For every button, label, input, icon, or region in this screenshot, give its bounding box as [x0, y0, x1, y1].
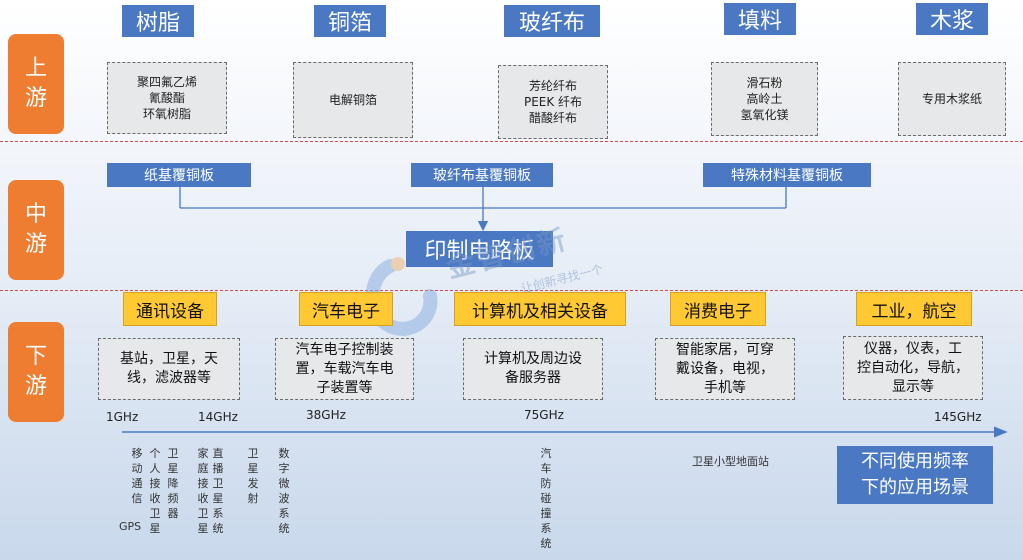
downstream-category-industrial: 工业，航空 [856, 292, 972, 326]
upstream-item-filler: 滑石粉 高岭土 氢氧化镁 [711, 62, 818, 136]
frequency-label-1ghz: 1GHz [106, 410, 139, 424]
separator-lower [0, 290, 1023, 291]
frequency-label-145ghz: 145GHz [934, 410, 982, 424]
upstream-category-glass-fiber: 玻纤布 [504, 5, 600, 37]
downstream-category-consumer: 消费电子 [670, 292, 766, 326]
frequency-label-14ghz: 14GHz [198, 410, 238, 424]
stage-upstream-char-2: 游 [24, 86, 47, 111]
downstream-item-computer: 计算机及周边设 备服务器 [463, 338, 603, 400]
separator-upper [0, 141, 1023, 142]
pcb-product: 印制电路板 [406, 231, 553, 267]
application-home-satellite-receiver: 家庭接收卫星 [197, 447, 209, 535]
stage-upstream-char-1: 上 [24, 56, 47, 81]
midstream-board-glass-fiber: 玻纤布基覆铜板 [411, 163, 553, 187]
application-collision-avoidance: 汽车防碰撞系统 [540, 447, 552, 550]
midstream-connector [179, 187, 787, 232]
upstream-category-resin: 树脂 [122, 5, 194, 37]
midstream-board-special: 特殊材料基覆铜板 [703, 163, 871, 187]
downstream-item-communication: 基站，卫星，天 线，滤波器等 [98, 338, 240, 400]
stage-downstream-char-1: 下 [24, 344, 47, 369]
application-digital-microwave: 数字微波系统 [278, 447, 290, 535]
downstream-item-automotive: 汽车电子控制装 置，车载汽车电 子装置等 [275, 338, 414, 400]
upstream-category-filler: 填料 [724, 3, 796, 35]
stage-midstream: 中 游 [8, 180, 64, 280]
downstream-category-computer: 计算机及相关设备 [454, 292, 626, 326]
frequency-label-75ghz: 75GHz [524, 408, 564, 422]
frequency-label-38ghz: 38GHz [306, 408, 346, 422]
application-personal-satellite-receiver: 个人接收卫星 [149, 447, 161, 535]
stage-midstream-char-2: 游 [24, 232, 47, 257]
upstream-item-wood-pulp: 专用木浆纸 [898, 62, 1006, 136]
upstream-item-resin: 聚四氟乙烯 氰酸酯 环氧树脂 [107, 62, 227, 134]
frequency-axis [122, 426, 1008, 438]
downstream-category-automotive: 汽车电子 [299, 292, 393, 326]
stage-downstream: 下 游 [8, 322, 64, 422]
application-satellite-downconverter: 卫星降频器 [167, 447, 179, 520]
upstream-category-copper-foil: 铜箔 [314, 5, 386, 37]
stage-downstream-char-2: 游 [24, 374, 47, 399]
stage-upstream: 上 游 [8, 34, 64, 134]
summary-box: 不同使用频率 下的应用场景 [837, 446, 993, 504]
upstream-item-glass-fiber: 芳纶纤布 PEEK 纤布 醋酸纤布 [498, 65, 608, 139]
application-satellite-launch: 卫星发射 [247, 447, 259, 505]
application-gps: GPS [119, 520, 142, 533]
downstream-category-communication: 通讯设备 [123, 292, 217, 326]
downstream-item-consumer: 智能家居，可穿 戴设备，电视， 手机等 [655, 338, 795, 400]
application-satellite-ground-station: 卫星小型地面站 [692, 455, 769, 468]
stage-midstream-char-1: 中 [24, 202, 47, 227]
downstream-item-industrial: 仪器，仪表，工 控自动化，导航， 显示等 [843, 336, 983, 400]
application-direct-broadcast-satellite: 直播卫星系统 [212, 447, 224, 535]
upstream-item-copper-foil: 电解铜箔 [293, 62, 413, 138]
upstream-category-wood-pulp: 木浆 [916, 3, 988, 35]
midstream-board-paper: 纸基覆铜板 [107, 163, 251, 187]
application-mobile-communication: 移动通信 [131, 447, 143, 505]
